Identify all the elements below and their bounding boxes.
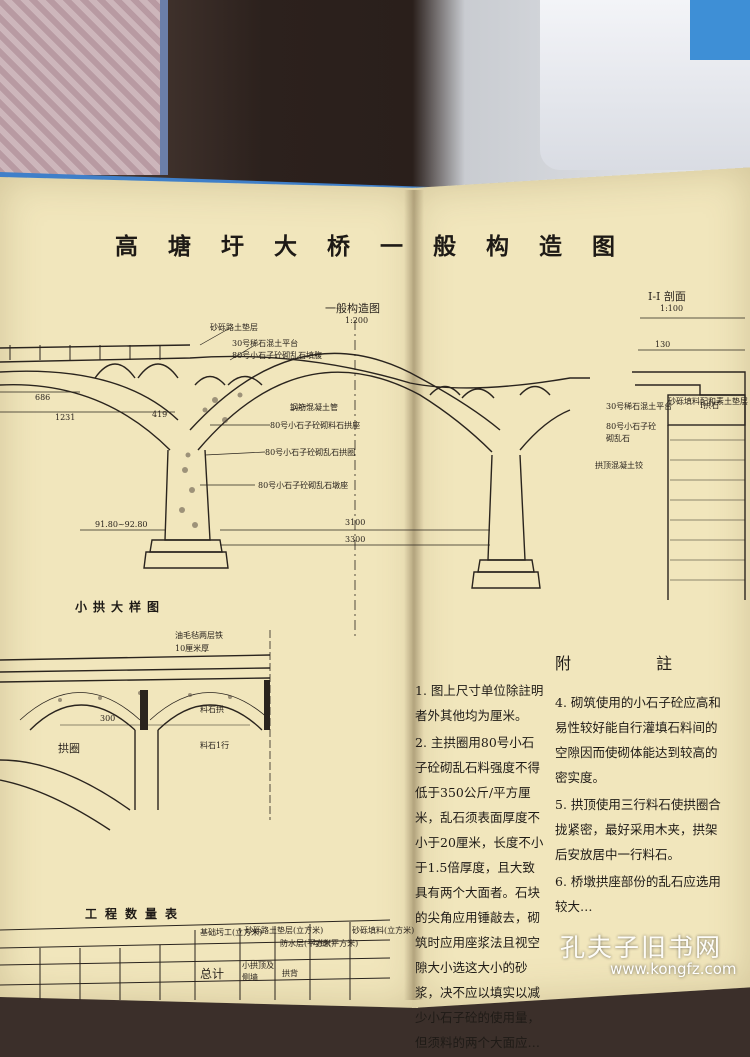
note-1: 1. 图上尺寸单位除註明者外其他均为厘米。 <box>415 683 544 723</box>
callout-16: 10厘米厚 <box>175 644 210 653</box>
background-blue-object <box>690 0 750 60</box>
quantity-table-label: 工程数量表 <box>85 907 186 921</box>
note-5: 5. 拱顶使用三行料石使拱圈合拢紧密，最好采用木夹，拱架后安放居中一行料石。 <box>555 797 721 862</box>
callout-12: I拱石 <box>700 401 720 410</box>
table-cell-3: 侧墙 <box>242 973 258 982</box>
callout-9: 30号稀石混土平台 <box>606 402 673 411</box>
general-view-scale: 1:200 <box>345 316 369 325</box>
watermark-text: 孔夫子旧书网 <box>560 933 723 962</box>
dimension-3100: 3100 <box>345 518 366 527</box>
table-header-2: 砂砾路土垫层(立方米) <box>245 926 324 935</box>
notes-right-column: 4. 砌筑使用的小石子砼应高和易性较好能自行灌填石料间的空隙因而使砌体能达到较高… <box>555 690 725 921</box>
callout-3: 80号小石子砼砌乱石填腹 <box>232 351 323 360</box>
table-header-4: 勾缝(平方米) <box>312 939 359 948</box>
table-cell-2: 小拱顶及 <box>242 961 274 970</box>
general-view-label: 一般构造图 <box>325 302 380 315</box>
left-pier <box>164 449 211 541</box>
table-total: 总计 <box>200 967 225 981</box>
dimension-1231: 1231 <box>55 413 76 422</box>
callout-6: 80号小石子砼砌乱石拱圈 <box>265 448 356 457</box>
small-arch-label: 小拱大样图 <box>75 600 166 614</box>
left-main-arch <box>0 383 171 451</box>
dimension-130: 130 <box>655 340 671 349</box>
callout-10: 80号小石子砼 <box>606 422 657 431</box>
dimension-419: 419 <box>152 410 168 419</box>
callout-7: 80号小石子砼砌乱石墩座 <box>258 481 349 490</box>
background-cloth <box>0 0 168 175</box>
notes-left-column: 1. 图上尺寸单位除註明者外其他均为厘米。 2. 主拱圈用80号小石子砼砌乱石料… <box>415 678 545 1057</box>
note-2: 2. 主拱圈用80号小石子砼砌乱石料强度不得低于350公斤/平方厘米，乱石须表面… <box>415 735 544 1050</box>
notes-heading: 附 註 <box>555 654 713 673</box>
arch-ring-label: 拱圈 <box>58 742 80 755</box>
dimension-3300: 3300 <box>345 535 366 544</box>
section-label: I-I 剖面 <box>648 290 686 303</box>
callout-4: 钢筋混凝土管 <box>290 403 338 412</box>
table-header-1: 基础圬工(立方米) <box>200 928 263 937</box>
center-main-arch <box>197 371 493 453</box>
table-cell-1: 拱背 <box>282 969 298 978</box>
dimension-elevation: 91.80~92.80 <box>95 520 148 529</box>
dimension-686: 686 <box>35 393 51 402</box>
callout-2: 30号稀石混土平台 <box>232 339 299 348</box>
book-gutter <box>404 190 424 1000</box>
callout-11: 砌乱石 <box>606 434 630 443</box>
callout-8: 砂砾填料配和素土垫层 <box>668 397 748 406</box>
callout-14: 料石拱 <box>200 705 224 714</box>
table-header-5: 砂砾填料(立方米) <box>352 926 415 935</box>
watermark-url: www.kongfz.com <box>610 960 737 978</box>
note-4: 4. 砌筑使用的小石子砼应高和易性较好能自行灌填石料间的空隙因而使砌体能达到较高… <box>555 695 721 785</box>
deck-line <box>0 355 590 389</box>
section-scale: 1:100 <box>660 304 684 313</box>
table-header-3: 防水层(平方米) <box>280 939 335 948</box>
callout-5: 80号小石子砼砌料石拱座 <box>270 421 361 430</box>
callout-17: 油毛毡两层铁 <box>175 631 223 640</box>
small-arch-detail-left <box>29 704 136 731</box>
callout-13: 拱顶混凝土铰 <box>595 461 643 470</box>
callout-1: 砂砾路土垫层 <box>210 323 258 332</box>
right-pier <box>487 454 526 561</box>
note-6: 6. 桥墩拱座部份的乱石应选用较大… <box>555 874 721 914</box>
small-arch-detail-right <box>157 704 263 731</box>
drawing-title: 高塘圩大桥一般构造图 <box>115 233 645 260</box>
bridge-drawing <box>0 317 746 1000</box>
callout-15: 料石1行 <box>200 741 230 750</box>
dimension-300: 300 <box>100 714 116 723</box>
